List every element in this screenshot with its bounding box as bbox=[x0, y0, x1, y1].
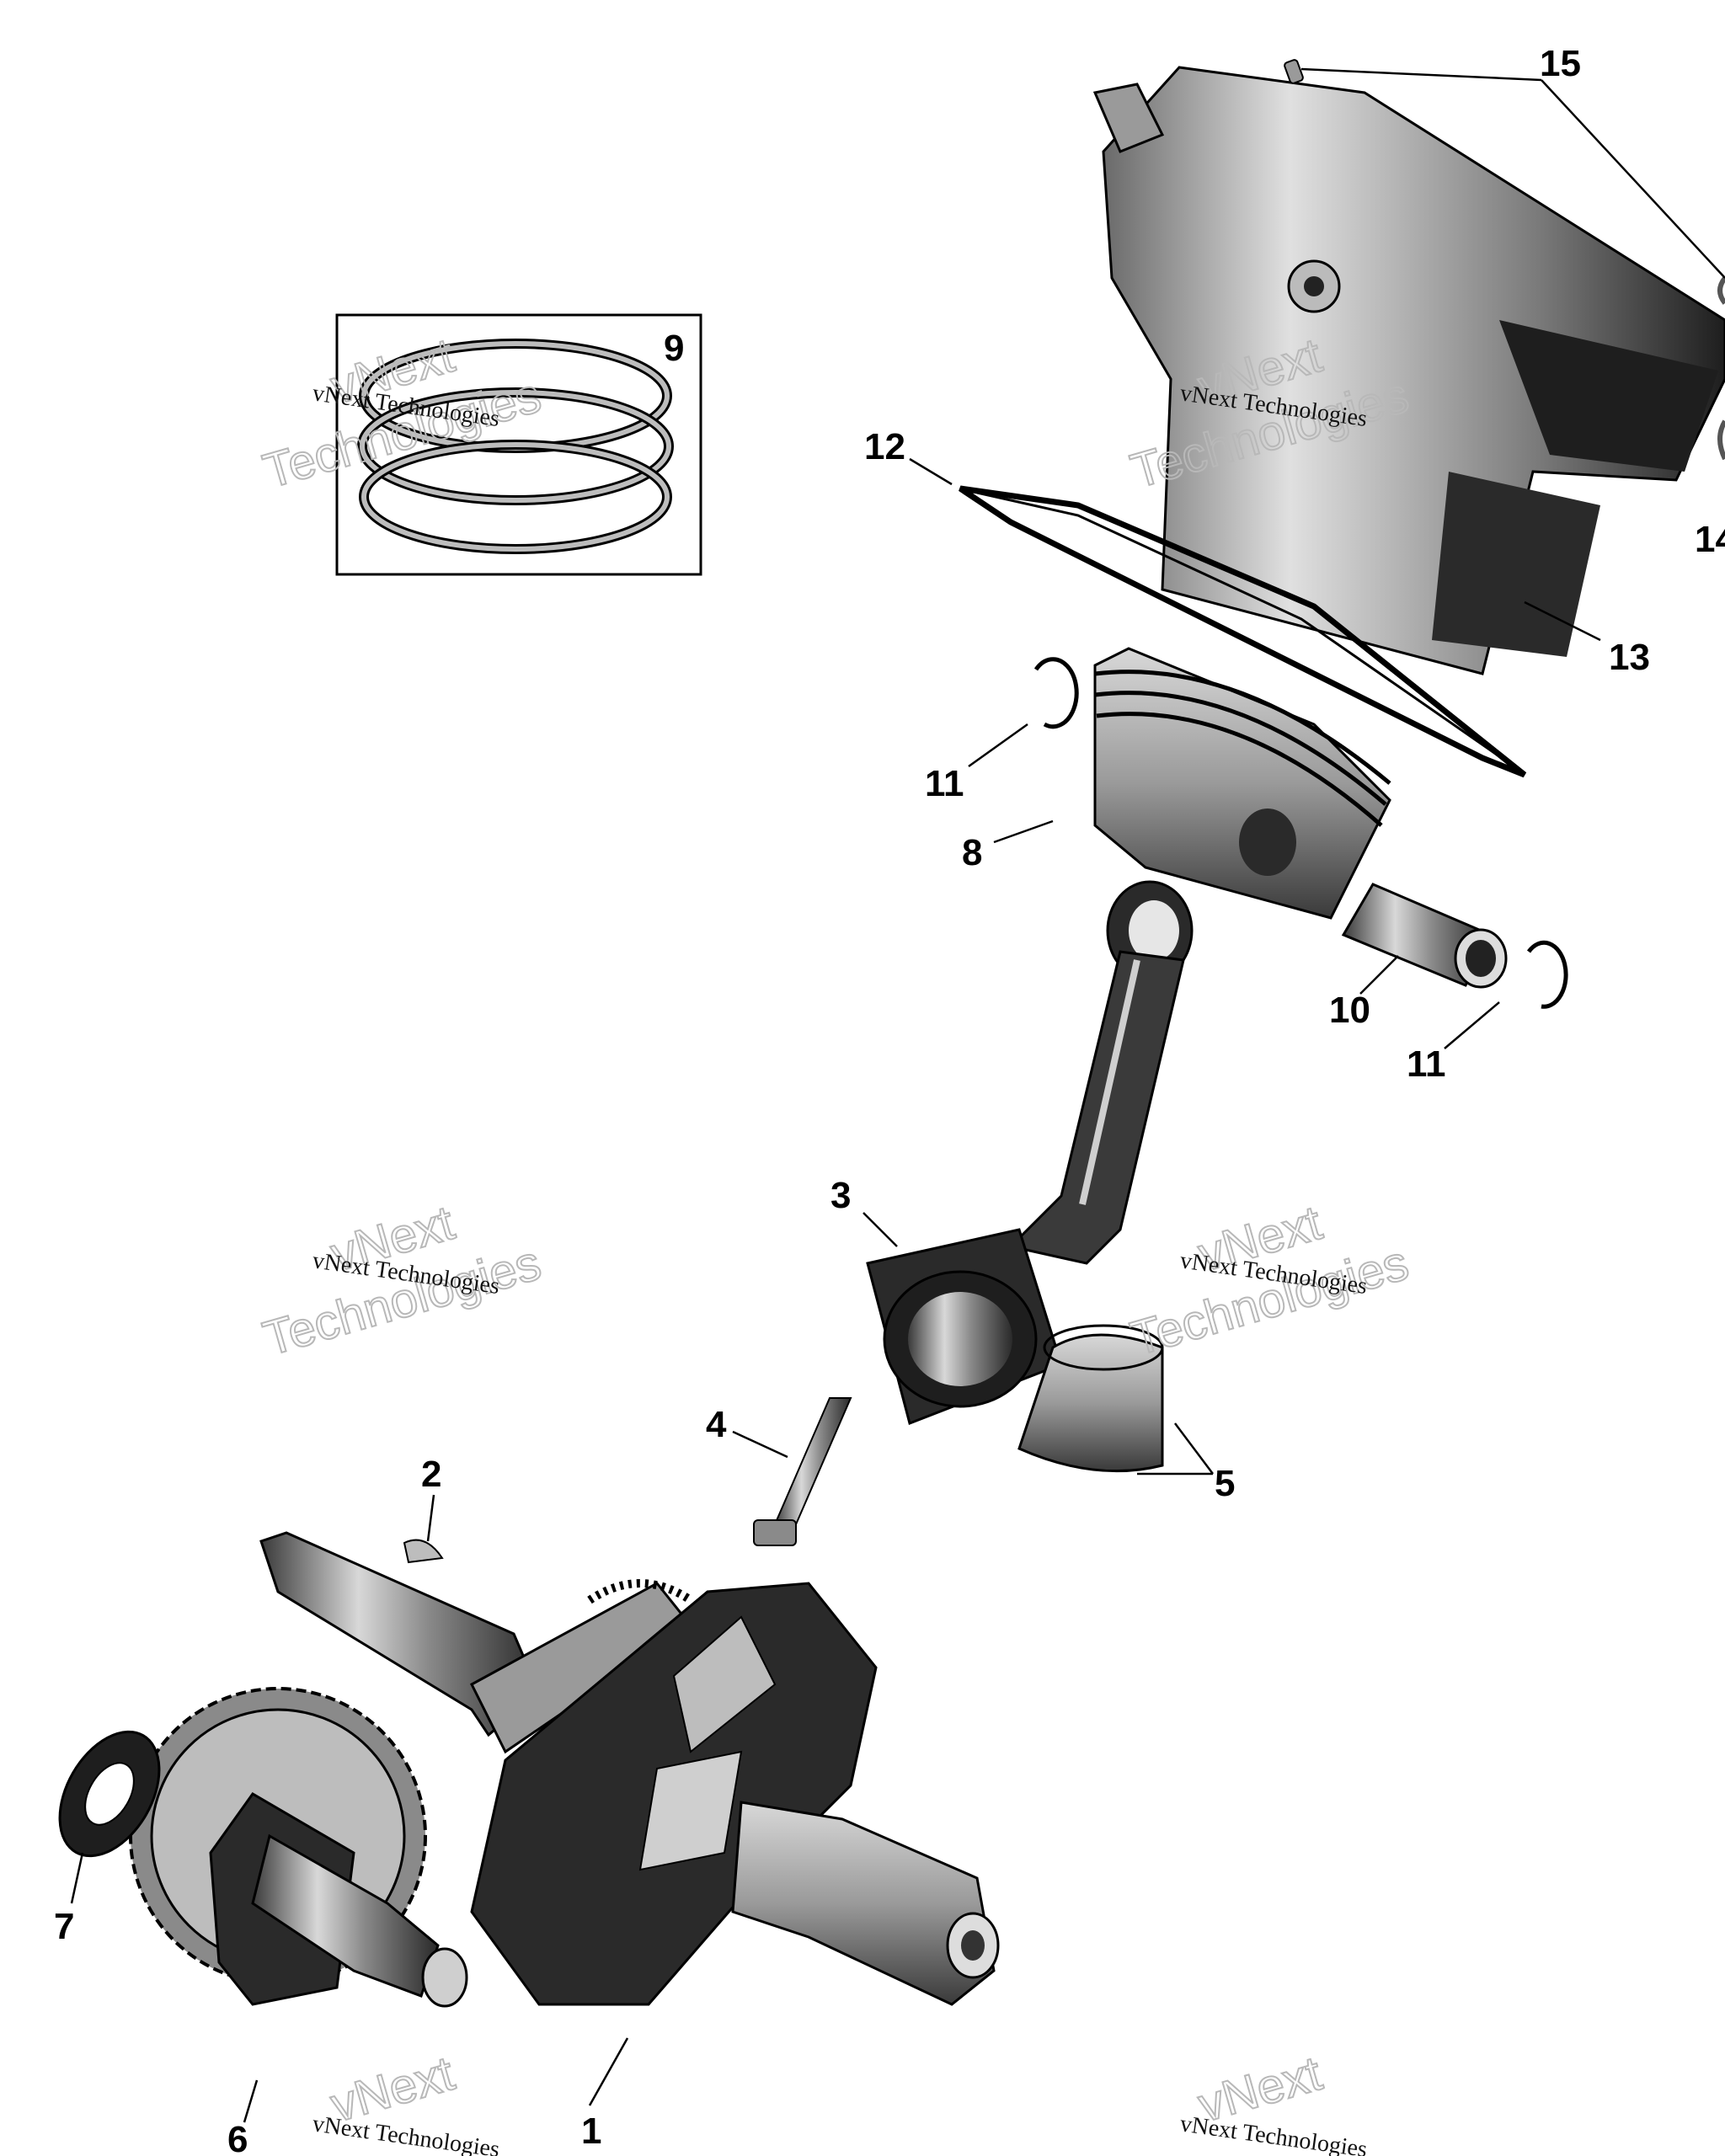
part-14-edge bbox=[1717, 276, 1725, 461]
callout-15: 15 bbox=[1540, 43, 1581, 84]
watermark-text: vNext Technologies bbox=[1178, 2111, 1369, 2156]
thrust-washer bbox=[58, 1730, 161, 1858]
watermark-4: vNext Technologies vNext Technologies bbox=[1124, 1194, 1415, 1367]
watermark-1: vNext Technologies vNext Technologies bbox=[257, 327, 547, 499]
callout-8: 8 bbox=[962, 832, 982, 873]
callout-4: 4 bbox=[706, 1404, 727, 1445]
callout-11-lower: 11 bbox=[1407, 1043, 1446, 1085]
piston-pin bbox=[1341, 883, 1508, 989]
circlip-upper bbox=[1033, 657, 1079, 729]
balance-shaft bbox=[129, 1687, 468, 2008]
watermark-5: vNext vNext Technologies bbox=[311, 2045, 501, 2156]
rod-bolt bbox=[753, 1397, 852, 1546]
callout-13: 13 bbox=[1609, 637, 1650, 678]
callout-10: 10 bbox=[1329, 990, 1370, 1031]
piston bbox=[1093, 647, 1391, 920]
callout-14: 14 bbox=[1695, 519, 1725, 560]
callout-3: 3 bbox=[830, 1175, 851, 1216]
woodruff-key bbox=[403, 1539, 444, 1564]
dowel-pin bbox=[1284, 59, 1304, 84]
piston-ring-set bbox=[335, 313, 702, 576]
callout-7: 7 bbox=[54, 1906, 74, 1947]
cylinder-gasket bbox=[959, 485, 1527, 778]
watermark-6: vNext vNext Technologies bbox=[1178, 2045, 1369, 2156]
callout-5: 5 bbox=[1215, 1463, 1235, 1504]
circlip-lower bbox=[1526, 940, 1568, 1009]
callout-6: 6 bbox=[227, 2119, 248, 2156]
watermark-3: vNext Technologies vNext Technologies bbox=[257, 1194, 547, 1367]
connecting-rod bbox=[866, 880, 1194, 1426]
callout-2: 2 bbox=[421, 1454, 441, 1495]
crankshaft bbox=[259, 1531, 1000, 2006]
leader-lines bbox=[70, 67, 1725, 2123]
rod-bearing bbox=[1017, 1324, 1164, 1473]
cylinder bbox=[1092, 66, 1725, 675]
watermark-text: vNext Technologies bbox=[311, 2111, 501, 2156]
callout-11-upper: 11 bbox=[925, 763, 964, 804]
callout-1: 1 bbox=[581, 2111, 601, 2152]
callout-12: 12 bbox=[864, 426, 905, 467]
callout-9: 9 bbox=[664, 328, 684, 369]
